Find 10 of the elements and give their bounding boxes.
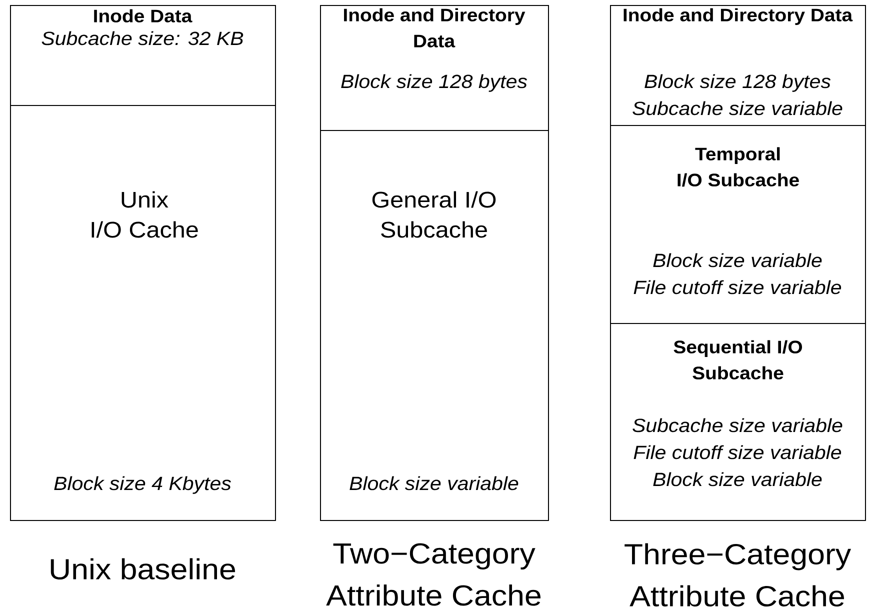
cache-section: Inode and Directory Data Block size 128 bytes [320,5,549,131]
cache-section: Inode Data Subcache size: 32 KB [10,5,276,106]
cache-section: General I/O Subcache Block size variable [320,130,549,521]
column-caption: Three−Category Attribute Cache [624,543,852,606]
cache-section: Temporal I/O Subcache Block size variable File cutoff size variable [610,125,866,324]
column-caption: Two−Category Attribute Cache [326,543,540,606]
cache-section: Unix I/O Cache Block size 4 Kbytes [10,105,276,521]
cache-section: Sequential I/O Subcache Subcache size variable File cutoff size variable Block size variable [610,323,866,521]
cache-section: Inode and Directory Data Block size 128 bytes Subcache size variable [610,5,866,126]
column-caption: Unix baseline [50,558,236,580]
